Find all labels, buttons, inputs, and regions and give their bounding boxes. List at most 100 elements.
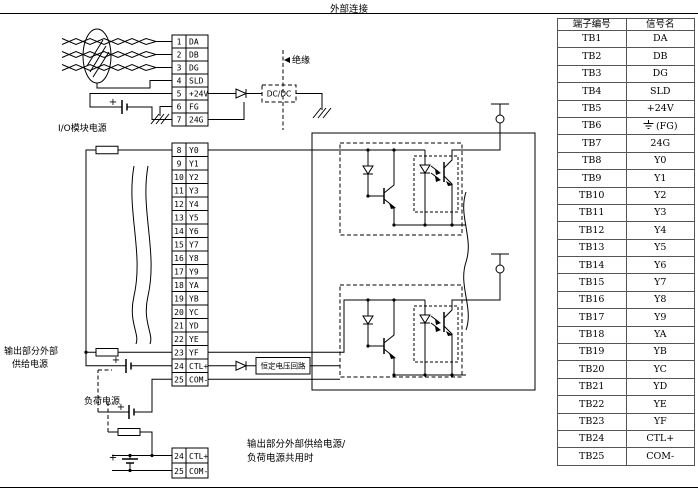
terminal-cell: TB13	[557, 238, 627, 258]
terminal-cell: TB2	[557, 47, 627, 66]
isolated-circuit-box-b	[339, 284, 463, 378]
dcdc-label: DC/DC	[267, 90, 292, 99]
earth-ground-icon	[643, 119, 654, 133]
insulation-label: 绝缘	[292, 54, 310, 66]
terminal-cell: TB25	[557, 447, 627, 466]
terminal-label: Y8	[189, 254, 199, 263]
plus-sign: +	[109, 97, 117, 108]
terminal-cell: TB20	[557, 360, 627, 379]
signal-cell: 24G	[625, 134, 695, 153]
resistor-icon	[95, 145, 119, 155]
twisted-pair-cable	[61, 28, 172, 89]
terminal-cell: TB16	[557, 290, 627, 310]
terminal-label: DB	[189, 51, 199, 60]
io-module-power-supply: + I/O模块电源	[58, 93, 172, 134]
terminal-number: 24	[174, 362, 184, 371]
terminal-label: COM-	[189, 467, 208, 476]
load-power-label: 负荷电源	[84, 395, 120, 407]
terminal-number: 8	[177, 146, 182, 155]
wire-break-squiggle	[463, 191, 469, 331]
signal-cell: YE	[625, 395, 695, 414]
terminal-cell: TB6	[557, 116, 627, 136]
terminal-number: 20	[174, 308, 184, 317]
earth-ground-icon	[150, 113, 170, 125]
signal-cell: Y9	[625, 308, 695, 327]
output-circuit-section: 恒定电压回路	[208, 103, 536, 391]
terminal-number: 19	[174, 295, 184, 304]
signal-cell: SLD	[625, 82, 695, 101]
terminal-number: 25	[174, 467, 184, 476]
plus-sign: +	[117, 402, 125, 413]
terminal-number: 4	[177, 77, 182, 86]
signal-cell: CTL+	[625, 429, 695, 449]
terminal-label: COM-	[189, 376, 208, 385]
terminal-cell: TB22	[557, 395, 627, 414]
terminal-cell: TB4	[557, 82, 627, 101]
terminal-block-shared: 24 CTL+ 25 COM- + 输出部分外部供给电源/ 负荷电源共用时	[107, 402, 346, 479]
terminal-label: CTL+	[189, 362, 208, 371]
output-ext-supply-label-2: 供给电源	[12, 358, 48, 370]
terminal-cell: TB1	[557, 29, 627, 49]
signal-cell: DG	[625, 64, 695, 84]
terminal-number: 10	[174, 173, 184, 182]
terminal-number: 25	[174, 376, 184, 385]
output-module-box	[311, 132, 536, 391]
plus-sign: +	[112, 355, 120, 366]
terminal-cell: TB14	[557, 256, 627, 275]
terminal-cell: TB24	[557, 429, 627, 449]
signal-cell: YC	[625, 360, 695, 379]
terminal-block-comm: 1 DA 2 DB 3 DG 4 SLD 5 +24V 6 FG 7 24G	[171, 34, 209, 127]
wire-break-squiggle	[145, 165, 152, 345]
terminal-label: Y3	[189, 187, 199, 196]
arrow-left-icon	[284, 57, 290, 63]
output-ext-supply-label-1: 输出部分外部	[4, 345, 58, 357]
table-row: TB5+24V	[557, 99, 695, 118]
terminal-number: 18	[174, 281, 184, 290]
terminal-label: Y1	[189, 160, 199, 169]
terminal-number: 6	[177, 103, 182, 112]
terminal-number: 3	[177, 64, 182, 73]
terminal-number-header: 端子编号	[557, 18, 627, 31]
terminal-label: YA	[189, 281, 199, 290]
dcdc-converter-section: DC/DC 绝缘	[208, 50, 332, 130]
terminal-label: CTL+	[189, 452, 208, 461]
terminal-cell: TB18	[557, 325, 627, 345]
terminal-block-output: 8 Y0 9 Y1 10 Y2 11 Y3 12 Y4 13 Y5 14 Y6 …	[171, 142, 209, 387]
terminal-number: 24	[174, 452, 184, 461]
signal-cell: Y5	[625, 238, 695, 258]
terminal-number: 14	[174, 227, 184, 236]
terminal-number: 2	[177, 51, 182, 60]
terminal-number: 23	[174, 349, 184, 358]
signal-cell: YA	[625, 325, 695, 345]
top-border-line	[0, 13, 698, 14]
wire-break-squiggle	[131, 165, 138, 345]
terminal-cell: TB23	[557, 412, 627, 431]
signal-cell: Y3	[625, 203, 695, 223]
terminal-number: 7	[177, 116, 182, 125]
signal-cell: Y2	[625, 186, 695, 205]
resistor-icon	[95, 348, 119, 357]
signal-cell: DA	[625, 29, 695, 49]
bottom-border-line	[0, 487, 698, 488]
signal-cell: Y4	[625, 221, 695, 240]
terminal-cell: TB15	[557, 273, 627, 292]
shared-supply-note-2: 负荷电源共用时	[247, 452, 314, 464]
terminal-cell: TB3	[557, 64, 627, 84]
signal-cell: YF	[625, 412, 695, 431]
